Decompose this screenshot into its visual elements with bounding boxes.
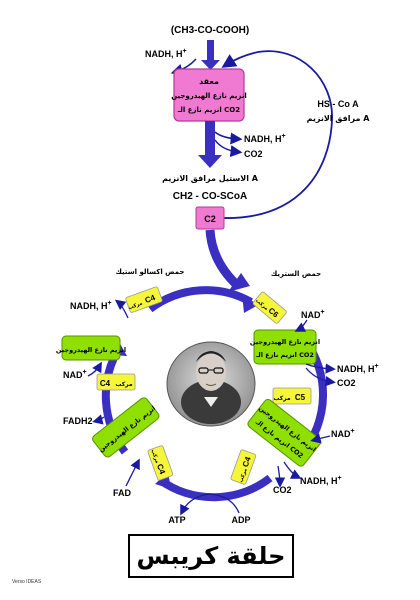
svg-text:انزيم نازع الـ CO2: انزيم نازع الـ CO2 xyxy=(255,351,314,359)
acetyl-coa-formula: CH2 - CO-SCoA xyxy=(173,191,247,202)
hscoa-label: HS - Co A xyxy=(317,99,359,109)
c5-box: C5 مركب xyxy=(272,387,312,405)
nad-right-bottom-arrow xyxy=(310,433,331,444)
coa-label: مرافق الانزيم A xyxy=(307,114,371,123)
svg-text:C4: C4 xyxy=(155,463,167,476)
svg-text:C2: C2 xyxy=(204,214,216,224)
nadh-out-arrow xyxy=(214,131,243,145)
nadh-right-top-arrow xyxy=(305,363,336,374)
svg-text:C4: C4 xyxy=(144,293,157,305)
acetyl-coa-name: الاستيل مرافق الانزيم A xyxy=(162,174,259,183)
fadh2-label: FADH2 xyxy=(63,416,93,426)
adp-label: ADP xyxy=(231,515,250,525)
fad-arrow xyxy=(125,458,140,487)
nad-left-arrow xyxy=(87,361,102,377)
co2-right-top-label: CO2 xyxy=(337,378,356,388)
nadh-left-top-arrow xyxy=(114,299,129,319)
nadh-out-label: NADH, H+ xyxy=(244,133,286,144)
title-box: حلقة كريبس xyxy=(128,534,294,578)
nadh-left-top-label: NADH, H+ xyxy=(70,300,112,311)
enzyme-right-top: انزيم نازع الهيدروجين انزيم نازع الـ CO2 xyxy=(250,329,320,365)
nadh-right-bottom-arrow xyxy=(283,461,302,479)
c4-left-box: C4 مركب xyxy=(96,373,136,391)
enzyme-left-top: انزيم نازع الهيدروجين xyxy=(56,335,126,361)
nadh-in-label: NADH, H+ xyxy=(145,48,187,59)
nad-right-bottom-label: NAD+ xyxy=(331,428,355,439)
svg-text:مركب: مركب xyxy=(238,468,249,484)
pyruvate-arrow-head xyxy=(201,60,220,70)
complex-line-3: انزيم نازع الـ CO2 xyxy=(177,106,240,114)
complex-line-1: معقد xyxy=(199,77,219,86)
svg-text:C4: C4 xyxy=(241,455,253,468)
complex-arrow xyxy=(205,121,215,159)
complex-arrow-head xyxy=(198,155,222,168)
svg-text:C5: C5 xyxy=(295,393,306,402)
pyruvate-label: (CH3-CO-COOH) xyxy=(171,25,249,36)
c2-box: C2 xyxy=(195,206,225,230)
nad-right-top-arrow xyxy=(294,319,308,332)
svg-text:انزيم نازع الهيدروجين: انزيم نازع الهيدروجين xyxy=(250,338,320,346)
nadh-right-bottom-label: NADH, H+ xyxy=(300,475,342,486)
atp-label: ATP xyxy=(168,515,185,525)
c2-to-cycle-arrow xyxy=(205,229,242,290)
watermark: Verso IDEAS xyxy=(12,579,42,585)
co2-out-label: CO2 xyxy=(244,149,263,159)
svg-text:مركب: مركب xyxy=(273,395,291,402)
svg-text:مركب: مركب xyxy=(128,301,144,312)
pyruvate-dehydrogenase-complex: معقد انزيم نازع الهيدروجين انزيم نازع ال… xyxy=(171,68,247,122)
fadh2-arrow xyxy=(92,414,105,425)
complex-line-2: انزيم نازع الهيدروجين xyxy=(171,92,247,100)
oxaloacetate-label: حمض اكسالو استيك xyxy=(116,268,185,276)
nadh-right-top-label: NADH, H+ xyxy=(337,363,379,374)
enzyme-right-bottom: انزيم نازع الهيدروجين انزيم نازع الـ CO2 xyxy=(247,398,322,467)
pyruvate-arrow xyxy=(207,40,214,62)
citric-acid-label: حمض الستريك xyxy=(271,270,321,278)
hans-krebs-portrait xyxy=(166,341,256,427)
co2-out-arrow xyxy=(214,139,243,158)
svg-text:انزيم نازع الهيدروجين: انزيم نازع الهيدروجين xyxy=(56,346,126,354)
co2-right-top-arrow xyxy=(305,367,336,387)
c6-box: C6 مركب xyxy=(252,291,287,324)
c2-to-cycle-arrowhead xyxy=(228,273,250,292)
c4-top-box: C4 مركب xyxy=(125,286,163,313)
co2-right-bottom-arrow xyxy=(274,465,286,488)
c4-lower-left-box: C4 مركب xyxy=(147,445,174,481)
svg-text:C4: C4 xyxy=(100,379,111,388)
page-title: حلقة كريبس xyxy=(136,542,286,570)
coa-loop-arrow xyxy=(221,50,333,219)
co2-right-bottom-label: CO2 xyxy=(273,485,292,495)
svg-text:مركب: مركب xyxy=(115,381,133,388)
adp-atp-arrow xyxy=(180,493,240,516)
nad-right-top-label: NAD+ xyxy=(301,309,325,320)
c4-bottom-box: C4 مركب xyxy=(230,449,257,485)
nad-left-label: NAD+ xyxy=(63,369,87,380)
svg-text:مركب: مركب xyxy=(150,449,161,465)
fad-label: FAD xyxy=(113,488,132,498)
